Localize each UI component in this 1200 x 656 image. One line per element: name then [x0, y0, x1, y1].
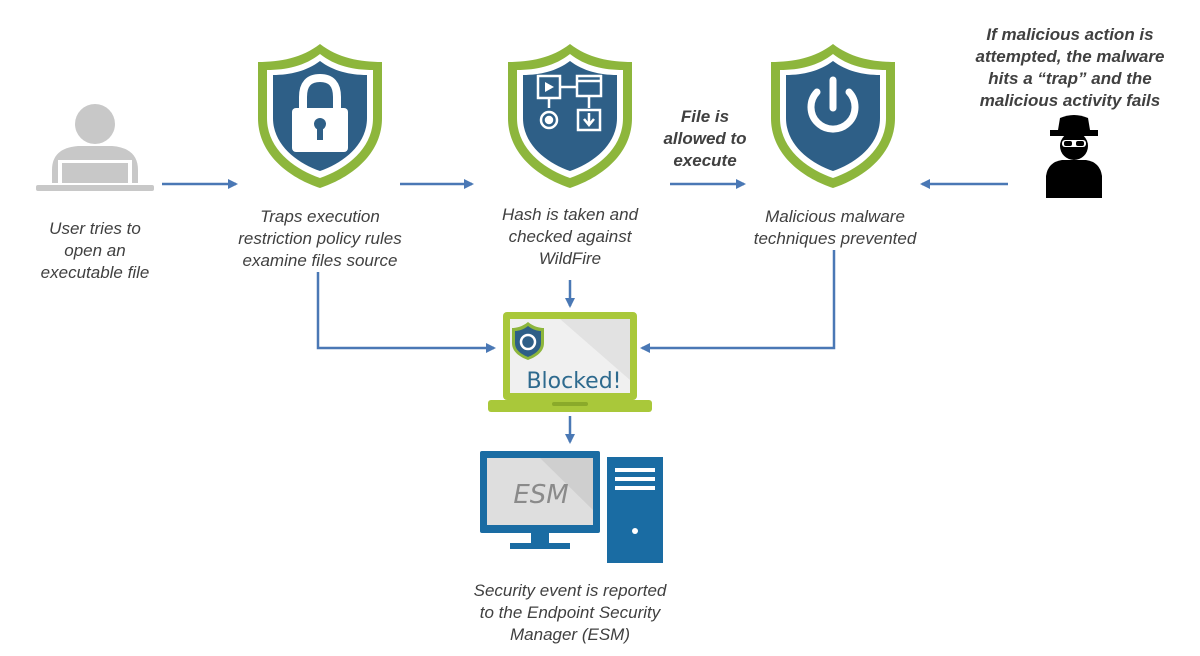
allowed-caption: File is allowed to execute	[663, 107, 747, 170]
hash-caption: Hash is taken and checked against WildFi…	[501, 205, 639, 268]
spy-icon	[1046, 115, 1102, 198]
user-caption: User tries to open an executable file	[40, 219, 150, 282]
arrow-traps-to-laptop	[316, 272, 496, 353]
malware-shield	[771, 44, 895, 188]
lock-icon	[292, 73, 348, 152]
wildfire-shield	[508, 44, 632, 188]
traps-caption: Traps execution restriction policy rules…	[238, 207, 402, 270]
attacker-caption: If malicious action is attempted, the ma…	[975, 25, 1165, 110]
server-tower-icon	[607, 457, 663, 563]
user-laptop-icon	[34, 104, 156, 193]
arrow-malware-to-laptop	[640, 250, 836, 353]
traps-shield	[258, 44, 382, 188]
blocked-laptop: Blocked!	[488, 312, 652, 412]
traps-shield-icon	[512, 322, 544, 360]
esm-caption: Security event is reported to the Endpoi…	[473, 581, 667, 644]
workflow-icon	[536, 74, 603, 132]
esm-computer: ESM	[480, 451, 663, 563]
esm-screen-label: ESM	[513, 480, 568, 510]
malware-caption: Malicious malware techniques prevented	[753, 207, 917, 248]
power-icon	[807, 76, 859, 133]
blocked-text: Blocked!	[526, 369, 621, 394]
